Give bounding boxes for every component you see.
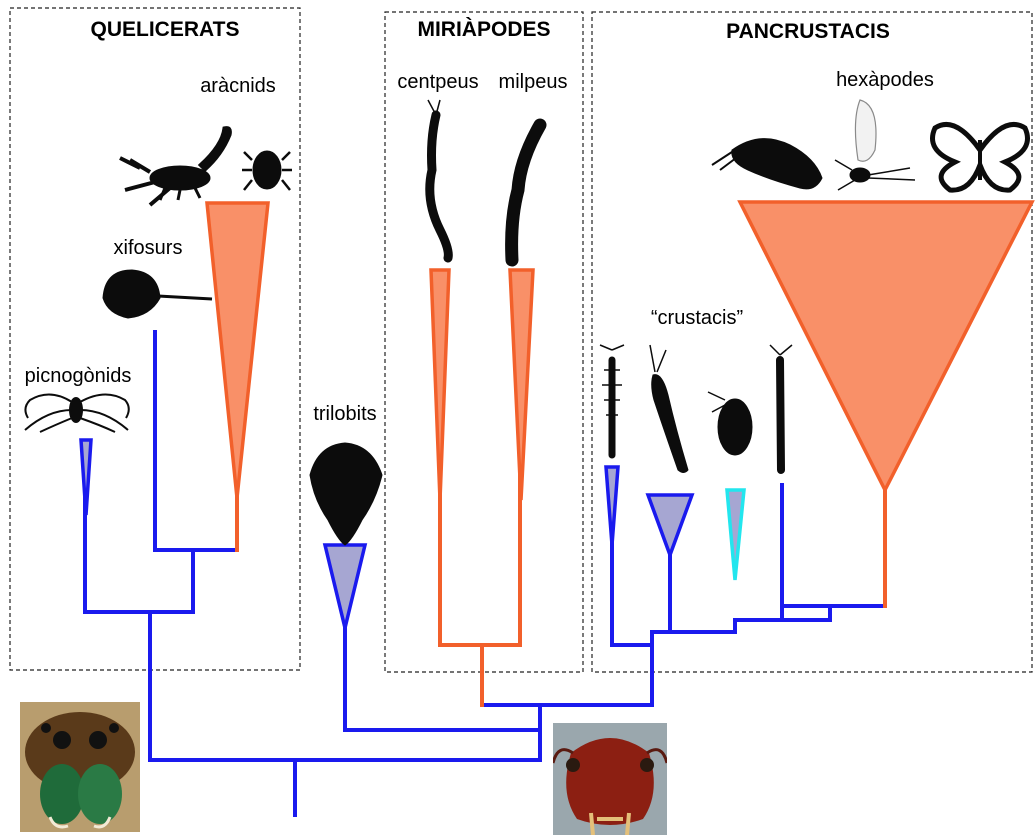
centipede-silhouette-icon [428,100,448,258]
shrimp-silhouette-icon [600,345,624,455]
trilobite-triangle [325,545,365,628]
pancrustacean-connectors [652,606,830,632]
millipede-silhouette-icon [512,125,540,260]
butterfly-outline-icon [933,124,1028,190]
hexapods-label: hexàpodes [836,69,934,91]
arachnid-triangle [207,203,268,498]
horseshoe-crab-silhouette-icon [103,270,212,318]
trilobites-label: trilobits [313,403,376,425]
crustacean-triangle-3 [727,490,744,580]
mayfly-silhouette-icon [835,100,915,190]
myriapods-box [385,12,583,672]
pancrustaceans-title: PANCRUSTACIS [726,20,890,43]
remipede-silhouette-icon [770,345,792,470]
xiphosurans-label: xifosurs [114,237,183,259]
centipede-triangle [431,270,449,500]
centipedes-label: centpeus [397,71,478,93]
scorpion-silhouette-icon [120,128,230,205]
crustacean-triangle-2 [648,495,692,555]
chelicerates-title: QUELICERATS [91,18,240,41]
tick-silhouette-icon [242,151,292,190]
chelicerate-branches [85,332,237,760]
crustacean-silhouette-icon [650,345,688,473]
trilobite-silhouette-icon [310,443,382,545]
springtail-silhouette-icon [712,139,822,189]
millipedes-label: milpeus [499,71,568,93]
pycnogonid-triangle [81,440,91,515]
millipede-triangle [510,270,533,500]
ant-head-photo [553,723,667,835]
pycnogonids-label: picnogònids [25,365,132,387]
myriapod-branches [440,272,520,705]
myriapods-title: MIRIÀPODES [417,18,550,41]
ostracod-silhouette-icon [708,392,752,455]
spider-face-photo [20,702,140,832]
sea-spider-silhouette-icon [25,394,129,432]
crustaceans-label: “crustacis” [651,307,743,329]
arachnids-label: aràcnids [200,75,276,97]
crustacean-triangle-1 [606,467,618,545]
root-branch [150,760,540,815]
